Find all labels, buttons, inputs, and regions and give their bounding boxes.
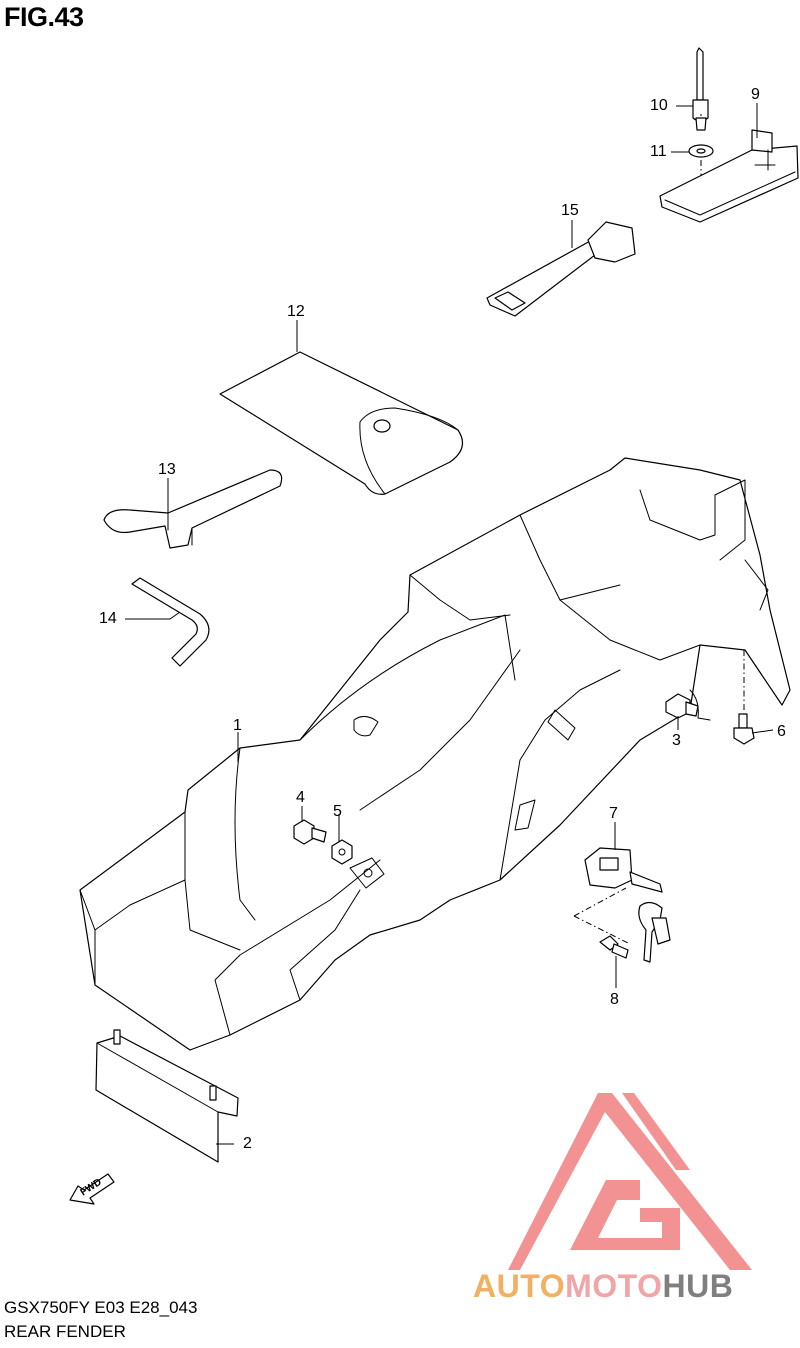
figure-title: FIG.43	[4, 2, 84, 32]
callout-10: 10	[650, 97, 668, 114]
triangle-m-logo-icon	[508, 1093, 752, 1270]
part-9-bracket	[659, 129, 799, 223]
part-5-nut	[331, 839, 353, 865]
callout-14: 14	[99, 610, 117, 627]
callout-4: 4	[296, 789, 305, 806]
wordmark-auto: AUTO	[473, 1268, 566, 1304]
callout-1: 1	[233, 717, 242, 734]
callout-8: 8	[610, 991, 619, 1008]
part-6-bolt	[733, 650, 755, 745]
part-10-rivet	[692, 47, 709, 131]
callout-7: 7	[609, 805, 618, 822]
callout-5: 5	[333, 803, 342, 820]
part-15-strap	[486, 221, 636, 317]
callout-13: 13	[158, 461, 176, 478]
wordmark-moto: MOTO	[565, 1268, 663, 1304]
fwd-arrow-icon	[69, 1173, 115, 1205]
part-3-bolt	[665, 693, 699, 719]
watermark-wordmark: AUTOMOTOHUB	[473, 1268, 733, 1305]
part-14-hex-key	[131, 577, 210, 667]
callout-6: 6	[777, 723, 786, 740]
callout-15: 15	[561, 202, 579, 219]
callout-3: 3	[672, 732, 681, 749]
part-11-washer	[688, 144, 714, 190]
callout-2: 2	[243, 1135, 252, 1152]
footer-model-code: GSX750FY E03 E28_043	[4, 1298, 198, 1317]
part-8-screw	[599, 935, 629, 959]
callout-12: 12	[287, 303, 305, 320]
part-12-tool-bag	[219, 351, 464, 495]
part-7-seat-lock	[573, 847, 671, 963]
part-13-wrench	[103, 469, 283, 549]
part-2-plate	[95, 1029, 239, 1163]
wordmark-hub: HUB	[662, 1268, 734, 1304]
leader-lines	[125, 103, 774, 1145]
part-4-bolt	[293, 819, 327, 845]
callout-11: 11	[650, 143, 667, 160]
part-1-rear-fender	[79, 457, 791, 1051]
callout-9: 9	[751, 86, 760, 103]
footer-section-name: REAR FENDER	[4, 1322, 126, 1341]
